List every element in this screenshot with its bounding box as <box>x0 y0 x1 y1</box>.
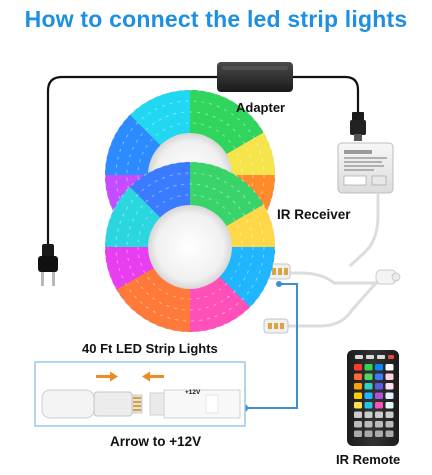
remote-key <box>375 392 383 399</box>
strip-wiring <box>268 193 380 328</box>
remote-key <box>354 430 362 437</box>
remote-key <box>364 373 373 380</box>
remote-key <box>354 421 362 428</box>
remote-key <box>385 402 394 409</box>
remote-key <box>385 383 394 390</box>
ir-receiver-box <box>337 142 394 194</box>
remote-key <box>385 430 394 437</box>
ir-sensor-tip <box>375 269 401 285</box>
remote-key <box>364 411 373 418</box>
remote-key <box>385 421 394 428</box>
remote-key <box>375 402 383 409</box>
remote-key <box>354 402 362 409</box>
arrow-icon <box>96 371 118 382</box>
remote-key <box>375 421 383 428</box>
remote-key <box>354 383 362 390</box>
remote-button-grid <box>354 364 394 437</box>
remote-key <box>354 373 362 380</box>
callout-line <box>245 283 298 409</box>
remote-key <box>364 364 373 371</box>
remote-key <box>375 383 383 390</box>
remote-key <box>364 392 373 399</box>
remote-key <box>385 364 394 371</box>
callout-dot <box>276 281 282 287</box>
strip-lights-label: 40 Ft LED Strip Lights <box>82 341 218 356</box>
remote-key <box>364 383 373 390</box>
power-cable <box>46 75 360 246</box>
remote-key <box>375 411 383 418</box>
adapter-label: Adapter <box>236 100 286 115</box>
remote-key <box>375 373 383 380</box>
arrow-note-label: Arrow to +12V <box>110 434 202 449</box>
plug-icon <box>38 244 58 286</box>
ir-remote <box>347 350 399 446</box>
remote-key <box>364 402 373 409</box>
page-title: How to connect the led strip lights <box>24 6 408 32</box>
remote-key <box>375 430 383 437</box>
dc-connector-icon <box>350 112 366 141</box>
plus-12v-label: +12V <box>185 389 201 396</box>
remote-key <box>364 421 373 428</box>
remote-key <box>375 364 383 371</box>
remote-key <box>385 411 394 418</box>
led-reel-lower <box>104 161 276 333</box>
remote-key <box>364 430 373 437</box>
remote-key <box>354 364 362 371</box>
strip-connector <box>267 263 291 280</box>
ir-receiver-label: IR Receiver <box>277 207 351 222</box>
remote-key <box>385 373 394 380</box>
remote-key <box>354 392 362 399</box>
connector-inset <box>34 361 246 427</box>
ir-remote-label: IR Remote <box>336 452 401 467</box>
remote-key <box>354 411 362 418</box>
adapter <box>217 62 293 92</box>
remote-key <box>385 392 394 399</box>
arrow-icon <box>142 371 164 382</box>
strip-connector <box>263 318 289 334</box>
